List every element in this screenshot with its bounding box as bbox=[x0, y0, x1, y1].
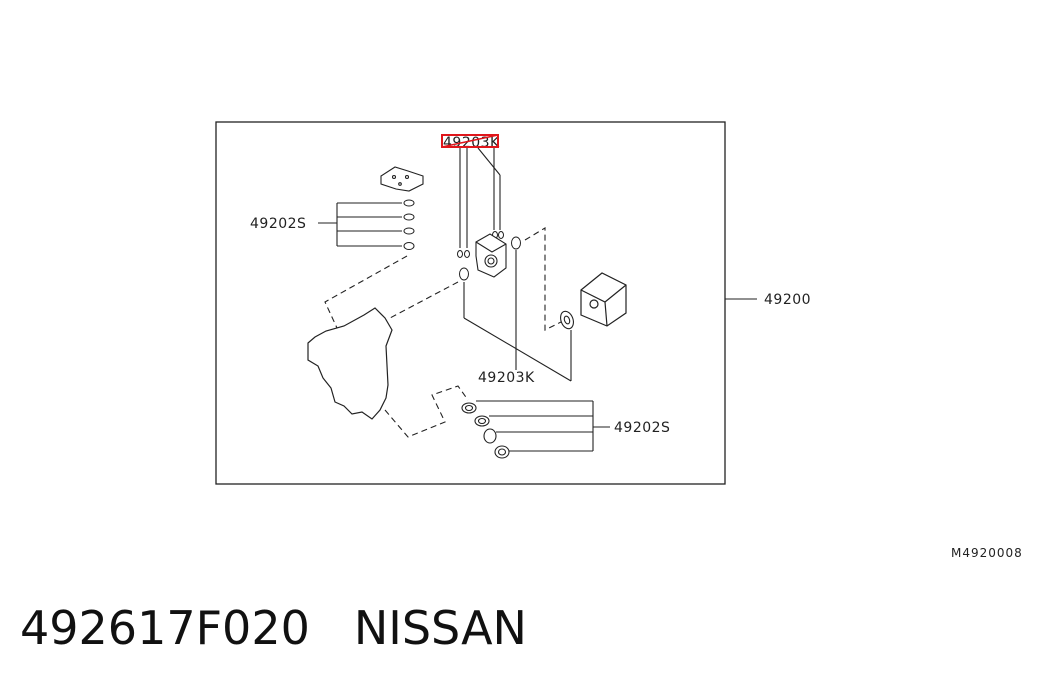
reference-code: M4920008 bbox=[951, 546, 1023, 560]
leader-top-kit bbox=[459, 147, 501, 248]
center-oring bbox=[511, 236, 521, 250]
center-block bbox=[475, 233, 507, 278]
diagram-frame bbox=[215, 121, 726, 485]
callout-top-kit-label[interactable]: 49203K bbox=[443, 135, 500, 151]
lower-oring bbox=[459, 267, 469, 281]
callout-assembly-label[interactable]: 49200 bbox=[764, 292, 811, 308]
flange-plate bbox=[380, 166, 424, 192]
left-seal-rings bbox=[403, 199, 415, 250]
cube-block bbox=[580, 272, 627, 327]
dashed-alignment-lines bbox=[324, 227, 562, 438]
highlight-box bbox=[441, 134, 499, 148]
leader-right-seals bbox=[476, 400, 610, 452]
brand-name: NISSAN bbox=[353, 601, 527, 655]
callout-right-seals-label[interactable]: 49202S bbox=[614, 420, 670, 436]
cube-washer bbox=[560, 310, 574, 330]
right-seal-rings bbox=[461, 402, 510, 459]
part-number: 492617F020 bbox=[20, 601, 310, 655]
leader-left-seals bbox=[318, 202, 402, 247]
part-caption: 492617F020 NISSAN bbox=[20, 598, 527, 658]
housing-body bbox=[307, 307, 393, 420]
highlight-strike bbox=[441, 134, 499, 148]
leader-middle-kit bbox=[463, 250, 572, 382]
callout-left-seals-label[interactable]: 49202S bbox=[250, 216, 306, 232]
callout-middle-kit-label[interactable]: 49203K bbox=[478, 370, 535, 386]
